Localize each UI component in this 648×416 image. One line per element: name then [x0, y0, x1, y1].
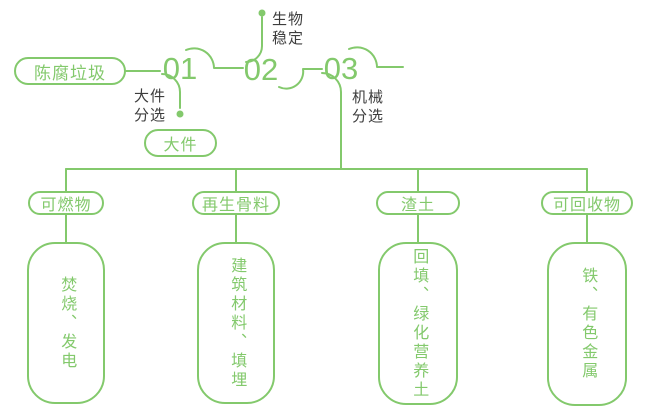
disposal-box-combustibles: 焚烧、发电 — [27, 242, 105, 404]
source-label: 陈腐垃圾 — [34, 63, 106, 83]
connector-dot-step2 — [258, 9, 266, 17]
disposal-text: 回填、绿化营养土 — [410, 247, 428, 400]
branch-category-slag-soil: 渣土 — [376, 191, 460, 215]
branch-category-recycled-aggregate: 再生骨料 — [192, 191, 280, 215]
line-step2-up — [245, 16, 263, 63]
branch-category-label: 可燃物 — [40, 197, 92, 214]
step-2-label: 生物 稳定 — [272, 11, 305, 47]
step-1-number: 01 — [162, 51, 198, 86]
connector-dot-step1 — [176, 110, 184, 118]
branch-category-label: 渣土 — [400, 197, 435, 214]
disposal-box-recyclables: 铁、有色金属 — [547, 242, 627, 406]
branch-category-combustibles: 可燃物 — [28, 191, 104, 215]
branch-category-label: 可回收物 — [552, 197, 621, 214]
disposal-box-recycled-aggregate: 建筑材料、填埋 — [197, 242, 275, 404]
step-3-number: 03 — [323, 51, 359, 86]
line-step3-down — [321, 72, 342, 170]
step-1-output-node: 大件 — [144, 129, 217, 157]
disposal-text: 建筑材料、填埋 — [228, 256, 246, 390]
step-1-output-label: 大件 — [163, 137, 198, 154]
arc-step1-to-step2 — [185, 47, 244, 69]
branch-category-label: 再生骨料 — [201, 197, 270, 214]
branch-category-recyclables: 可回收物 — [541, 191, 633, 215]
step-2-number: 02 — [243, 52, 279, 87]
disposal-text: 铁、有色金属 — [579, 267, 597, 381]
arc-step3-out — [348, 46, 404, 68]
line-step1-down — [161, 73, 181, 109]
arc-step2-to-step3 — [278, 68, 323, 90]
step-3-label: 机械 分选 — [352, 89, 385, 125]
step-1-label: 大件 分选 — [134, 88, 167, 124]
disposal-box-slag-soil: 回填、绿化营养土 — [378, 242, 458, 405]
disposal-text: 焚烧、发电 — [58, 275, 76, 371]
source-node: 陈腐垃圾 — [14, 57, 126, 85]
